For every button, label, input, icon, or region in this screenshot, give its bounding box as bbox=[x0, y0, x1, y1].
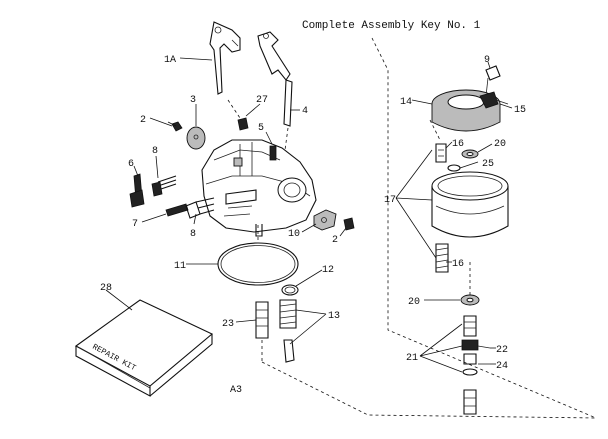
washer-part-20-lower bbox=[460, 294, 480, 306]
spring-part-8-upper bbox=[151, 175, 177, 197]
callout-10: 10 bbox=[288, 229, 300, 240]
washer-part-25 bbox=[447, 164, 461, 172]
leader-dashes bbox=[227, 99, 471, 362]
jet-part-23 bbox=[255, 301, 269, 339]
needle-part-7 bbox=[165, 197, 215, 219]
screw-part-6 bbox=[129, 173, 145, 208]
float-bowl-17 bbox=[431, 171, 509, 238]
disc-part-3 bbox=[186, 126, 206, 150]
gasket-ring-11 bbox=[217, 242, 299, 286]
callout-16-upper: 16 bbox=[452, 139, 464, 150]
callout-3: 3 bbox=[190, 95, 196, 106]
spring-part-16-lower bbox=[435, 243, 449, 273]
callout-20-lower: 20 bbox=[408, 297, 420, 308]
choke-link-4 bbox=[257, 31, 293, 127]
callout-20-upper: 20 bbox=[494, 139, 506, 150]
callout-1a: 1A bbox=[164, 55, 176, 66]
spring-part-13 bbox=[279, 299, 297, 363]
plate-part-10 bbox=[313, 209, 337, 231]
callout-2-lower: 2 bbox=[332, 235, 338, 246]
assembly-boundary bbox=[261, 37, 597, 419]
carburetor-body bbox=[201, 139, 317, 237]
callout-21: 21 bbox=[406, 353, 418, 364]
screw-part-2-upper bbox=[167, 121, 183, 132]
callout-7: 7 bbox=[132, 219, 138, 230]
callout-5: 5 bbox=[258, 123, 264, 134]
callout-15: 15 bbox=[514, 105, 526, 116]
leader-lines bbox=[105, 57, 513, 373]
bolt-stack-21 bbox=[461, 315, 479, 415]
callout-24: 24 bbox=[496, 361, 508, 372]
throttle-arm-1a bbox=[209, 21, 241, 95]
callout-28: 28 bbox=[100, 283, 112, 294]
callout-13: 13 bbox=[328, 311, 340, 322]
o-ring-12 bbox=[281, 284, 299, 296]
callout-11: 11 bbox=[174, 261, 186, 272]
callout-14: 14 bbox=[400, 97, 412, 108]
callout-9: 9 bbox=[484, 55, 490, 66]
callout-25: 25 bbox=[482, 159, 494, 170]
parts-22-24 bbox=[477, 345, 491, 365]
callout-2-upper: 2 bbox=[140, 115, 146, 126]
lever-part-9 bbox=[485, 65, 501, 97]
callout-23: 23 bbox=[222, 319, 234, 330]
callout-27: 27 bbox=[256, 95, 268, 106]
callout-6: 6 bbox=[128, 159, 134, 170]
callout-8-lower: 8 bbox=[190, 229, 196, 240]
callout-16-lower: 16 bbox=[452, 259, 464, 270]
assembly-title: Complete Assembly Key No. 1 bbox=[302, 20, 481, 32]
callout-8-upper: 8 bbox=[152, 146, 158, 157]
arm-part-15 bbox=[495, 99, 509, 105]
washer-part-20-upper bbox=[461, 149, 479, 159]
nut-part-27 bbox=[237, 117, 249, 131]
callout-17: 17 bbox=[384, 195, 396, 206]
repair-kit-box: REPAIR KIT bbox=[74, 299, 214, 397]
figure-code: A3 bbox=[230, 385, 242, 396]
callout-22: 22 bbox=[496, 345, 508, 356]
bolt-part-16-upper bbox=[435, 143, 447, 163]
cover-ring-14 bbox=[431, 89, 501, 132]
callouts: 1A 2 3 27 4 5 6 8 7 8 10 2 11 12 23 13 2… bbox=[100, 55, 526, 372]
callout-12: 12 bbox=[322, 265, 334, 276]
screw-part-2-lower bbox=[343, 217, 355, 231]
callout-4: 4 bbox=[302, 106, 308, 117]
